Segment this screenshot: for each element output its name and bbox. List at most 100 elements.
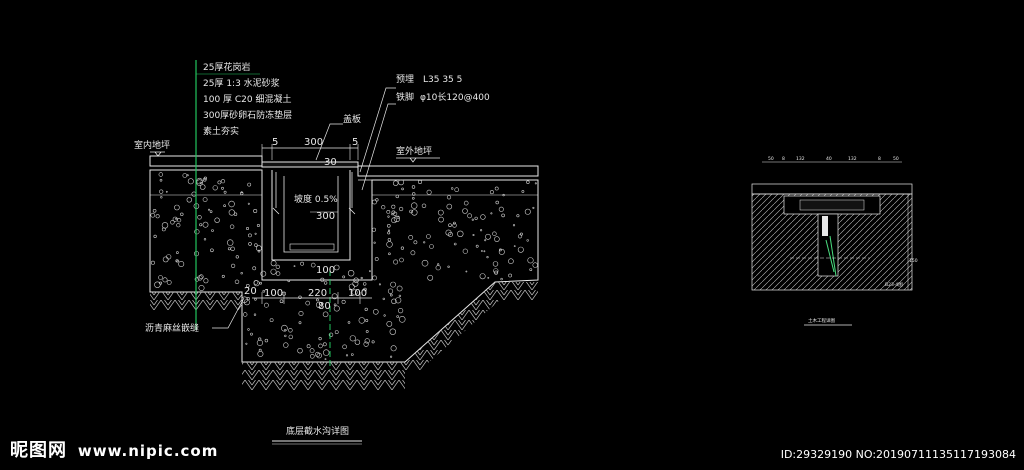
aggregate-dot bbox=[391, 204, 396, 209]
aggregate-dot bbox=[342, 275, 346, 279]
dim-220: 220 bbox=[308, 288, 327, 299]
aggregate-dot bbox=[435, 265, 441, 271]
aggregate-dot bbox=[323, 281, 328, 285]
aggregate-dot bbox=[508, 273, 513, 278]
aggregate-dot bbox=[199, 181, 202, 184]
aggregate-dot bbox=[421, 259, 429, 267]
aggregate-dot bbox=[323, 349, 330, 356]
aggregate-dot bbox=[373, 241, 376, 244]
aggregate-dot bbox=[334, 330, 339, 335]
aggregate-dot bbox=[176, 251, 179, 254]
aggregate-dot bbox=[401, 187, 404, 191]
aggregate-dot bbox=[287, 279, 291, 283]
aggregate-dot bbox=[333, 303, 337, 307]
aggregate-dot bbox=[383, 314, 386, 317]
aggregate-dot bbox=[386, 224, 391, 228]
aggregate-dot bbox=[254, 232, 257, 235]
nipic-logo: 昵图网 bbox=[10, 440, 67, 461]
outdoor-surface bbox=[357, 165, 539, 177]
aggregate-dot bbox=[353, 277, 359, 283]
aggregate-dot bbox=[247, 328, 250, 331]
aggregate-dot bbox=[187, 178, 194, 185]
aggregate-dot bbox=[196, 179, 203, 186]
aggregate-dot bbox=[221, 274, 225, 278]
aggregate-dot bbox=[250, 332, 253, 336]
aggregate-dot bbox=[264, 338, 269, 343]
aggregate-dot bbox=[293, 265, 296, 268]
aggregate-dot bbox=[350, 353, 354, 356]
aggregate-dot bbox=[197, 275, 203, 281]
aggregate-dot bbox=[186, 174, 189, 177]
aggregate-dot bbox=[211, 229, 214, 232]
aggregate-dot bbox=[386, 320, 393, 327]
aggregate-dot bbox=[371, 340, 375, 344]
soil-right bbox=[405, 282, 538, 370]
aggregate-dot bbox=[393, 259, 399, 265]
aggregate-dot bbox=[255, 245, 262, 252]
indoor-surface bbox=[149, 155, 263, 167]
aggregate-dot bbox=[498, 206, 504, 212]
aggregate-dot bbox=[275, 271, 281, 276]
aggregate-dot bbox=[322, 342, 327, 347]
aggregate-dot bbox=[429, 244, 434, 249]
aggregate-dot bbox=[411, 209, 418, 216]
aggregate-dot bbox=[452, 223, 457, 228]
aggregate-dot bbox=[413, 240, 418, 245]
dim-5-right: 5 bbox=[352, 137, 358, 148]
aggregate-dot bbox=[474, 216, 478, 220]
aggregate-dot bbox=[333, 264, 340, 271]
aggregate-dot bbox=[178, 260, 185, 267]
aggregate-dot bbox=[409, 209, 413, 214]
aggregate-dot bbox=[378, 283, 381, 286]
aggregate-dot bbox=[526, 239, 529, 242]
dim-30: 30 bbox=[324, 157, 337, 168]
aggregate-dot bbox=[253, 313, 257, 316]
aggregate-dot bbox=[463, 200, 469, 206]
aggregate-dot bbox=[534, 182, 537, 185]
aggregate-dot bbox=[186, 197, 193, 203]
aggregate-dot bbox=[411, 202, 418, 209]
aggregate-dot bbox=[410, 250, 416, 256]
aggregate-dot bbox=[363, 341, 369, 347]
aggregate-dot bbox=[284, 334, 287, 338]
aggregate-dot bbox=[234, 279, 240, 284]
aggregate-dot bbox=[354, 339, 361, 345]
aggregate-dot bbox=[387, 215, 390, 218]
concrete-body bbox=[149, 169, 539, 363]
aggregate-dot bbox=[395, 194, 399, 199]
aggregate-dot bbox=[166, 254, 172, 260]
aggregate-dot bbox=[387, 288, 394, 294]
aggregate-dot bbox=[446, 195, 452, 200]
aggregate-dot bbox=[364, 338, 370, 344]
aggregate-dot bbox=[391, 298, 397, 304]
aggregate-dot bbox=[381, 205, 386, 210]
aggregate-dot bbox=[214, 217, 220, 223]
aggregate-dot bbox=[182, 173, 188, 178]
aggregate-dot bbox=[318, 343, 323, 349]
aggregate-dot bbox=[309, 348, 315, 354]
layer-label-4: 300厚砂卵石防冻垫层 bbox=[203, 109, 292, 121]
aggregate-dot bbox=[508, 258, 514, 265]
aggregate-dot bbox=[427, 274, 434, 281]
aggregate-dot bbox=[221, 186, 224, 190]
aggregate-dot bbox=[257, 350, 264, 357]
aggregate-dot bbox=[417, 180, 422, 185]
aggregate-dot bbox=[498, 248, 502, 252]
aggregate-dot bbox=[411, 185, 416, 189]
aggregate-dot bbox=[516, 214, 520, 218]
aggregate-dot bbox=[489, 190, 494, 195]
aggregate-dot bbox=[396, 285, 403, 292]
aggregate-dot bbox=[400, 246, 405, 250]
aggregate-dot bbox=[160, 196, 163, 199]
main-detail: 25厚花岗岩 25厚 1:3 水泥砂浆 100 厚 C20 细混凝土 300厚砂… bbox=[134, 60, 539, 445]
aggregate-dot bbox=[368, 270, 371, 273]
aggregate-dot bbox=[486, 256, 489, 259]
aggregate-dot bbox=[347, 321, 351, 324]
aggregate-dot bbox=[152, 209, 157, 213]
aggregate-dot bbox=[262, 289, 266, 293]
aggregate-dot bbox=[170, 220, 175, 225]
aggregate-dot bbox=[437, 263, 440, 266]
aggregate-dot bbox=[158, 275, 163, 280]
aggregate-dot bbox=[320, 302, 323, 305]
aggregate-dot bbox=[199, 223, 203, 227]
